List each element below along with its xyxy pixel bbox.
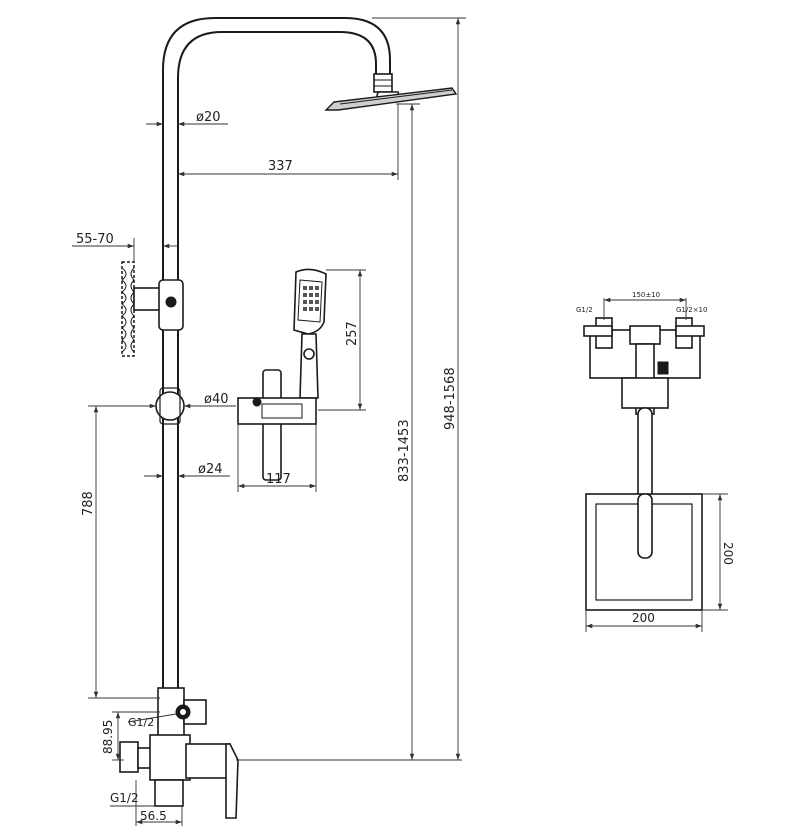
dim-bottom-inlet: G1/2 bbox=[110, 791, 139, 805]
nozzle-grid bbox=[303, 286, 319, 311]
dim-arm-reach: 337 bbox=[268, 159, 293, 174]
rain-shower-head bbox=[324, 73, 458, 111]
dim-top-inlet: G1/2 bbox=[128, 716, 154, 729]
wall-bracket bbox=[121, 261, 184, 357]
dim-inlet-spacing: 150±10 bbox=[632, 291, 660, 299]
dim-total-height: 948-1568 bbox=[443, 367, 458, 430]
dim-side-left-inlet: G1/2 bbox=[576, 306, 593, 314]
dim-wall-offset: 55-70 bbox=[76, 232, 114, 247]
dim-bar-diameter: ø24 bbox=[198, 462, 223, 477]
hand-shower-detail bbox=[237, 268, 327, 481]
dim-adjustable-height: 833-1453 bbox=[397, 419, 412, 482]
dim-side-right-inlet: G1/2×10 bbox=[676, 306, 707, 314]
dim-outlet-height: 88.95 bbox=[101, 720, 115, 754]
dim-head-width: 200 bbox=[632, 611, 655, 625]
side-view bbox=[583, 317, 705, 611]
riser-pipe-inner bbox=[177, 31, 377, 690]
dim-base-width: 56.5 bbox=[140, 809, 167, 823]
dim-holder-width: 117 bbox=[266, 472, 291, 487]
dim-handshower-height: 257 bbox=[345, 321, 360, 346]
dim-holder-diameter: ø40 bbox=[204, 392, 229, 407]
dimension-lines bbox=[72, 17, 728, 826]
dim-head-depth: 200 bbox=[721, 542, 735, 565]
slider-collar bbox=[159, 387, 181, 425]
mixer-valve bbox=[119, 687, 239, 819]
dim-rail-length: 788 bbox=[81, 491, 96, 516]
dim-pipe-diameter: ø20 bbox=[196, 110, 221, 125]
dimension-labels: ø20 337 55-70 ø40 ø24 117 257 788 88.95 … bbox=[76, 110, 735, 823]
front-view bbox=[119, 17, 458, 819]
riser-pipe-outer bbox=[162, 17, 391, 690]
